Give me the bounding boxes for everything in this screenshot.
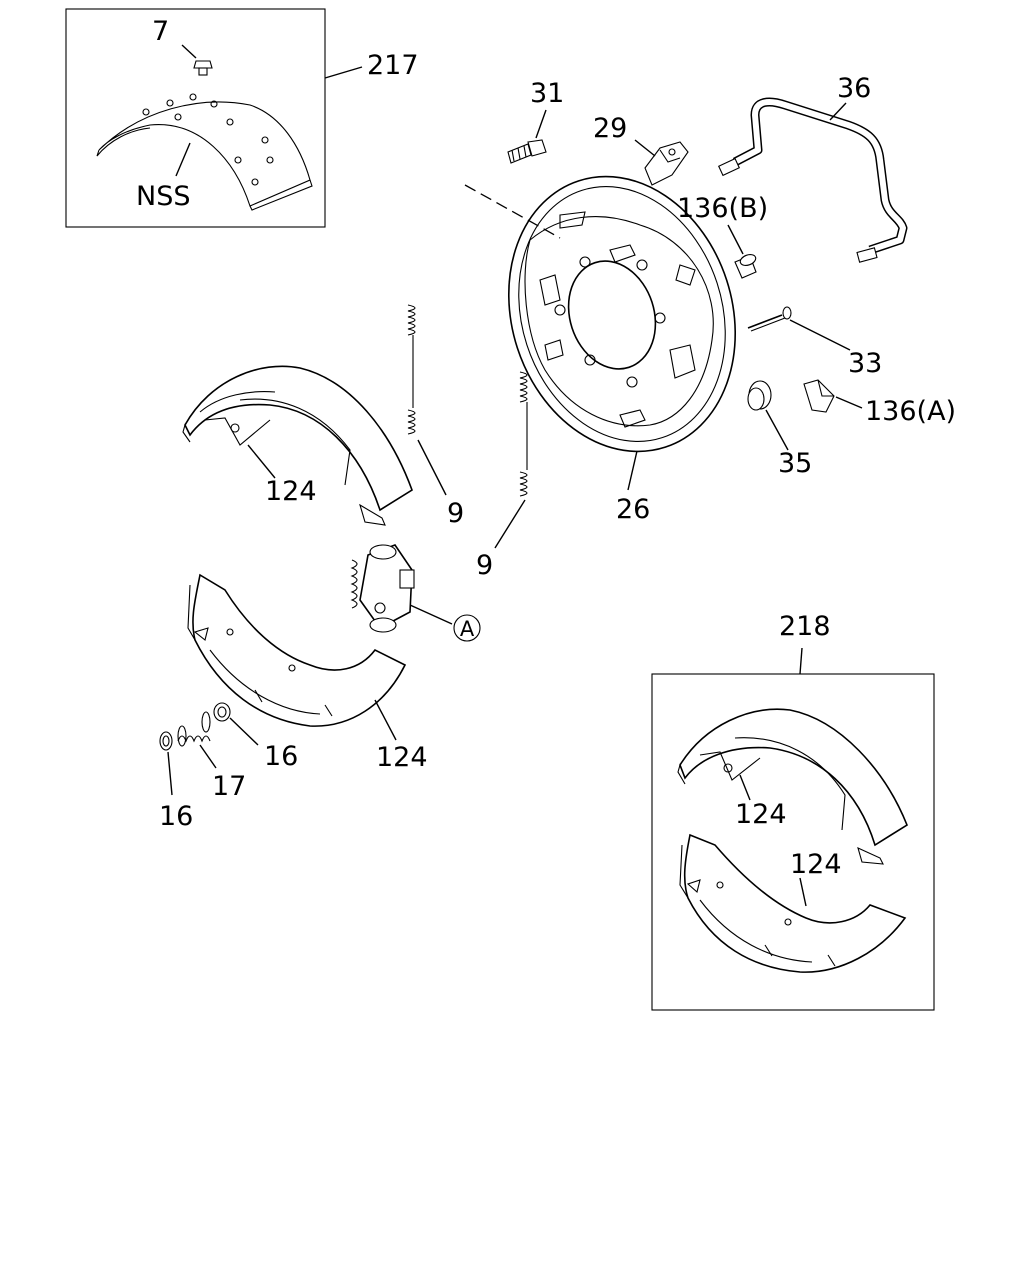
callout-9-lower: 9 bbox=[476, 550, 493, 581]
lining-kit-box bbox=[65, 8, 363, 228]
callout-124-upper: 124 bbox=[265, 476, 317, 507]
callout-16-left: 16 bbox=[159, 801, 193, 832]
pin-part bbox=[747, 306, 851, 351]
callout-16-right: 16 bbox=[264, 741, 298, 772]
upper-brake-shoe-part bbox=[182, 365, 413, 526]
callout-17: 17 bbox=[212, 771, 246, 802]
callout-nss: NSS bbox=[136, 181, 190, 212]
callout-a: A bbox=[460, 617, 475, 641]
bolt-part bbox=[507, 109, 547, 164]
brake-pipe-part bbox=[717, 97, 908, 263]
alignment-dash-line bbox=[464, 184, 561, 239]
cap-part bbox=[747, 380, 789, 451]
callout-124-kit-upper: 124 bbox=[735, 799, 787, 830]
callout-7: 7 bbox=[152, 16, 169, 47]
lining-holes bbox=[142, 93, 274, 186]
callout-31: 31 bbox=[530, 78, 564, 109]
bleeder-part bbox=[634, 139, 689, 186]
callout-circle-a bbox=[453, 614, 481, 642]
spring-17-part bbox=[177, 711, 217, 769]
washer-left-part bbox=[159, 731, 173, 796]
callout-124-lower: 124 bbox=[376, 742, 428, 773]
brake-shoe-kit-box bbox=[651, 647, 935, 1011]
callout-217: 217 bbox=[367, 50, 419, 81]
callout-124-kit-lower: 124 bbox=[790, 849, 842, 880]
callout-33: 33 bbox=[848, 348, 882, 379]
washer-right-part bbox=[213, 702, 259, 746]
wheel-cylinder-part bbox=[350, 544, 481, 642]
lower-brake-shoe-part bbox=[187, 573, 407, 741]
callout-35: 35 bbox=[778, 448, 812, 479]
brake-lining-part bbox=[96, 93, 313, 211]
callout-9-upper: 9 bbox=[447, 498, 464, 529]
callout-136a: 136(A) bbox=[865, 396, 956, 427]
spring-upper bbox=[407, 304, 447, 496]
callout-36: 36 bbox=[837, 73, 871, 104]
rivet-part bbox=[181, 44, 213, 76]
callout-26: 26 bbox=[616, 494, 650, 525]
callout-136b: 136(B) bbox=[677, 193, 768, 224]
clip-a-part bbox=[803, 379, 863, 413]
spring-lower bbox=[494, 371, 528, 549]
plug-b-part bbox=[727, 224, 757, 279]
callout-218: 218 bbox=[779, 611, 831, 642]
backing-plate-part bbox=[507, 175, 737, 491]
callout-29: 29 bbox=[593, 113, 627, 144]
